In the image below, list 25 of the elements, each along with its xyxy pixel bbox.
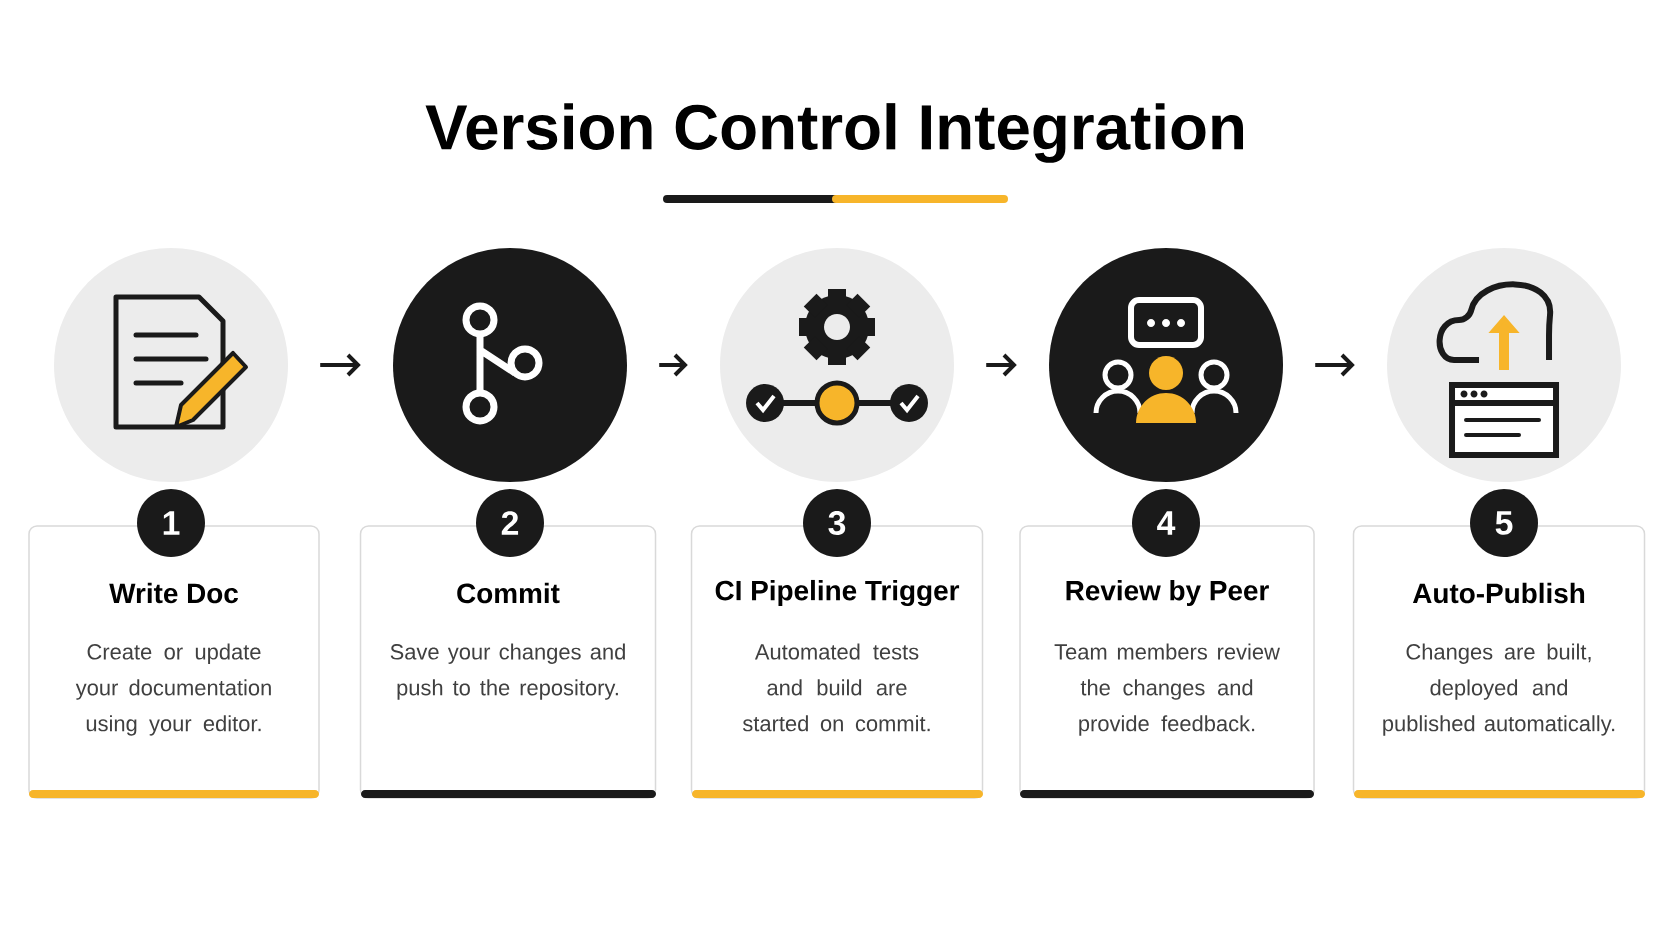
title: Version Control Integration: [425, 103, 1243, 163]
card-heading: Auto-Publish: [1412, 582, 1585, 604]
card-heading: CI Pipeline Trigger: [715, 579, 960, 607]
card-text: Automated tests and build are started on commit.: [742, 643, 930, 732]
number-badge: 5: [1470, 489, 1538, 557]
card-text: Save your changes and push to the repository.: [390, 643, 625, 700]
card-text: Team members review the changes and provide feedback.: [1054, 643, 1280, 736]
number-badge: 4: [1132, 489, 1200, 557]
arrow: [986, 353, 1017, 377]
icon-circle: [1387, 248, 1621, 482]
card-heading: Commit: [457, 582, 560, 604]
number-badge: 2: [476, 489, 544, 557]
icon-circle: [1049, 248, 1283, 482]
card-heading: Write Doc: [109, 582, 238, 604]
icon-circle: [720, 248, 954, 482]
icon-circle: [54, 248, 288, 482]
icon-circle: [393, 248, 627, 482]
number-badge: 3: [803, 489, 871, 557]
number-badge: 1: [137, 489, 205, 557]
arrow: [320, 353, 361, 377]
card-text: Changes are built, deployed and published automatically.: [1383, 643, 1615, 736]
arrow: [659, 353, 688, 377]
card-heading: Review by Peer: [1066, 580, 1269, 606]
arrow: [1315, 353, 1355, 377]
card-text: Create or update your documentation using your editor.: [75, 643, 271, 736]
